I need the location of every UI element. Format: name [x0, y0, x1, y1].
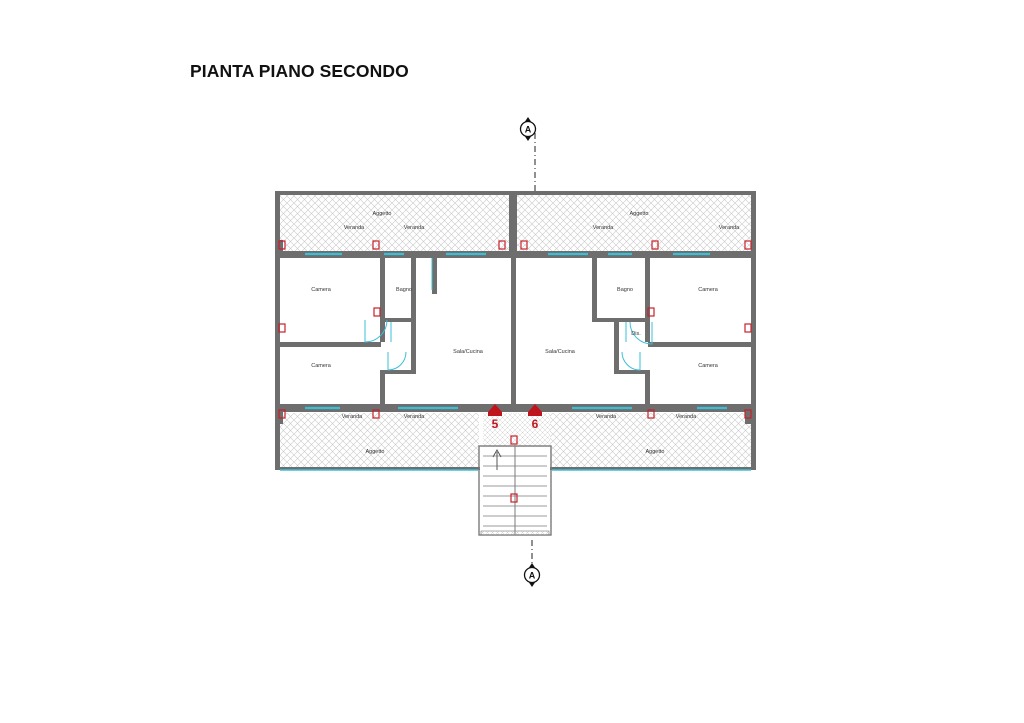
terrace-bottom-left — [280, 413, 479, 468]
wall-bath-bottom-right — [592, 318, 650, 322]
section-marker-bottom: A — [523, 563, 541, 587]
label-veranda: Veranda — [593, 225, 614, 231]
wall-dis-right — [614, 322, 619, 374]
wall-main-top — [275, 251, 756, 258]
column — [744, 409, 752, 419]
wall-bath-living-left — [411, 258, 416, 320]
door-swing — [387, 351, 407, 371]
column — [498, 240, 506, 250]
column — [278, 409, 286, 419]
wall-camera-divider-left — [280, 342, 381, 347]
column — [651, 240, 659, 250]
wall-dis-left — [411, 322, 416, 374]
column — [510, 493, 518, 503]
entry-markers: 5 6 — [488, 404, 542, 431]
page-title: PIANTA PIANO SECONDO — [190, 61, 409, 81]
doors — [364, 258, 653, 371]
wall-camera-bath-left — [380, 258, 385, 342]
walls — [275, 191, 756, 470]
label-veranda: Veranda — [404, 414, 425, 420]
columns — [278, 240, 752, 503]
label-sala-cucina: Sala/Cucina — [545, 349, 576, 355]
wall-camera2-left — [380, 374, 385, 404]
entry-marker-5: 5 — [488, 404, 502, 431]
terrace-top-left — [280, 195, 509, 251]
section-marker-label: A — [525, 125, 532, 135]
entry-number: 6 — [532, 417, 539, 431]
label-veranda: Veranda — [596, 414, 617, 420]
wall-shaft-left — [432, 258, 437, 294]
stair-direction-arrow-icon — [492, 448, 502, 470]
label-veranda: Veranda — [404, 225, 425, 231]
column — [744, 240, 752, 250]
terrace-bottom-right — [550, 413, 751, 468]
label-veranda: Veranda — [676, 414, 697, 420]
label-aggetto-top-right: Aggetto — [630, 211, 649, 217]
label-bagno: Bagno — [617, 287, 633, 293]
wall-bottom-left — [275, 467, 480, 470]
label-veranda: Veranda — [719, 225, 740, 231]
label-camera: Camera — [698, 363, 719, 369]
wall-dis-bottom-left — [380, 370, 416, 374]
wall-bath-living-right — [592, 258, 597, 320]
label-veranda: Veranda — [342, 414, 363, 420]
column — [510, 435, 518, 445]
label-aggetto-bottom-right: Aggetto — [646, 449, 665, 455]
column — [520, 240, 528, 250]
entry-marker-6: 6 — [528, 404, 542, 431]
section-marker-top: A — [519, 117, 537, 141]
wall-dis-bottom-right — [614, 370, 650, 374]
label-camera: Camera — [311, 287, 332, 293]
wall-center-party — [511, 251, 516, 411]
label-bagno: Bagno — [396, 287, 412, 293]
entry-number: 5 — [492, 417, 499, 431]
entry-arrow-icon — [528, 404, 542, 416]
wall-bottom-right — [550, 467, 756, 470]
wall-center-balcony — [509, 191, 517, 251]
wall-main-bottom — [275, 404, 756, 412]
wall-camera2-right — [645, 374, 650, 404]
column — [372, 240, 380, 250]
windows — [280, 252, 751, 471]
column — [647, 307, 655, 317]
column — [278, 323, 286, 333]
terrace-top-right — [517, 195, 751, 251]
door-swing — [629, 321, 653, 345]
door-swing — [364, 319, 388, 343]
label-camera: Camera — [311, 363, 332, 369]
label-sala-cucina: Sala/Cucina — [453, 349, 484, 355]
wall-camera-bath-right — [645, 258, 650, 342]
label-aggetto-top-left: Aggetto — [373, 211, 392, 217]
wall-right — [751, 191, 756, 470]
section-line-a: A A — [519, 117, 541, 587]
column — [278, 240, 286, 250]
label-veranda: Veranda — [344, 225, 365, 231]
column — [373, 307, 381, 317]
label-camera: Camera — [698, 287, 719, 293]
room-labels: Aggetto Aggetto Veranda Veranda Veranda … — [311, 211, 740, 455]
wall-bath-bottom-left — [380, 318, 416, 322]
column — [744, 323, 752, 333]
entry-arrow-icon — [488, 404, 502, 416]
label-dis: Dis. — [631, 331, 641, 337]
door-swing — [621, 351, 641, 371]
terrace-hatch-areas — [280, 195, 751, 468]
column — [647, 409, 655, 419]
column — [372, 409, 380, 419]
stair-bottom-step — [480, 530, 550, 536]
staircase — [478, 445, 552, 536]
label-aggetto-bottom-left: Aggetto — [366, 449, 385, 455]
wall-camera-divider-right — [648, 342, 751, 347]
wall-left — [275, 191, 280, 470]
section-marker-label: A — [529, 571, 536, 581]
